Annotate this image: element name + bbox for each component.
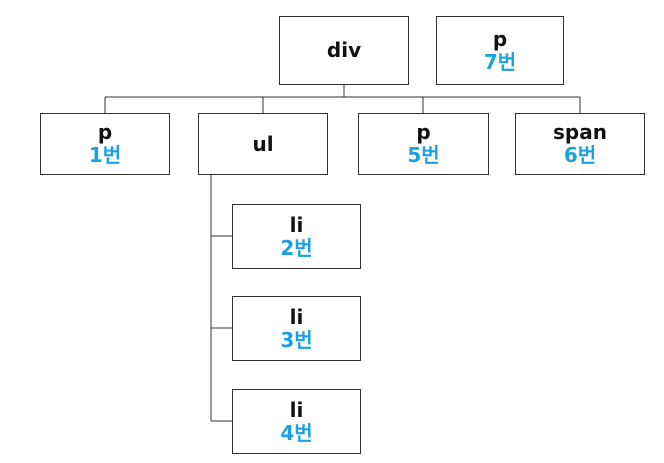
node-div-tag: div: [326, 38, 362, 62]
node-span-6-tag: span: [553, 120, 607, 144]
node-p-5-tag: p: [416, 120, 431, 144]
node-li-3-number: 3번: [280, 327, 313, 352]
node-li-2: li 2번: [232, 204, 361, 269]
node-li-4: li 4번: [232, 389, 361, 454]
node-p-1-tag: p: [97, 120, 113, 144]
node-li-2-number: 2번: [280, 235, 313, 260]
node-li-3-tag: li: [289, 304, 304, 329]
node-p-5-number: 5번: [407, 143, 440, 167]
node-ul: ul: [198, 113, 328, 175]
node-li-2-tag: li: [289, 212, 304, 237]
node-p-7: p 7번: [436, 16, 564, 85]
node-li-4-number: 4번: [280, 420, 313, 445]
node-p-7-tag: p: [492, 26, 508, 51]
node-li-4-tag: li: [289, 397, 304, 422]
node-p-1: p 1번: [40, 113, 170, 175]
node-li-3: li 3번: [232, 296, 361, 361]
node-p-7-number: 7번: [483, 49, 517, 74]
node-p-1-number: 1번: [88, 143, 122, 167]
node-span-6: span 6번: [515, 113, 645, 175]
node-span-6-number: 6번: [563, 143, 597, 167]
node-p-5: p 5번: [358, 113, 489, 175]
node-div: div: [279, 16, 409, 85]
node-ul-tag: ul: [252, 131, 274, 156]
